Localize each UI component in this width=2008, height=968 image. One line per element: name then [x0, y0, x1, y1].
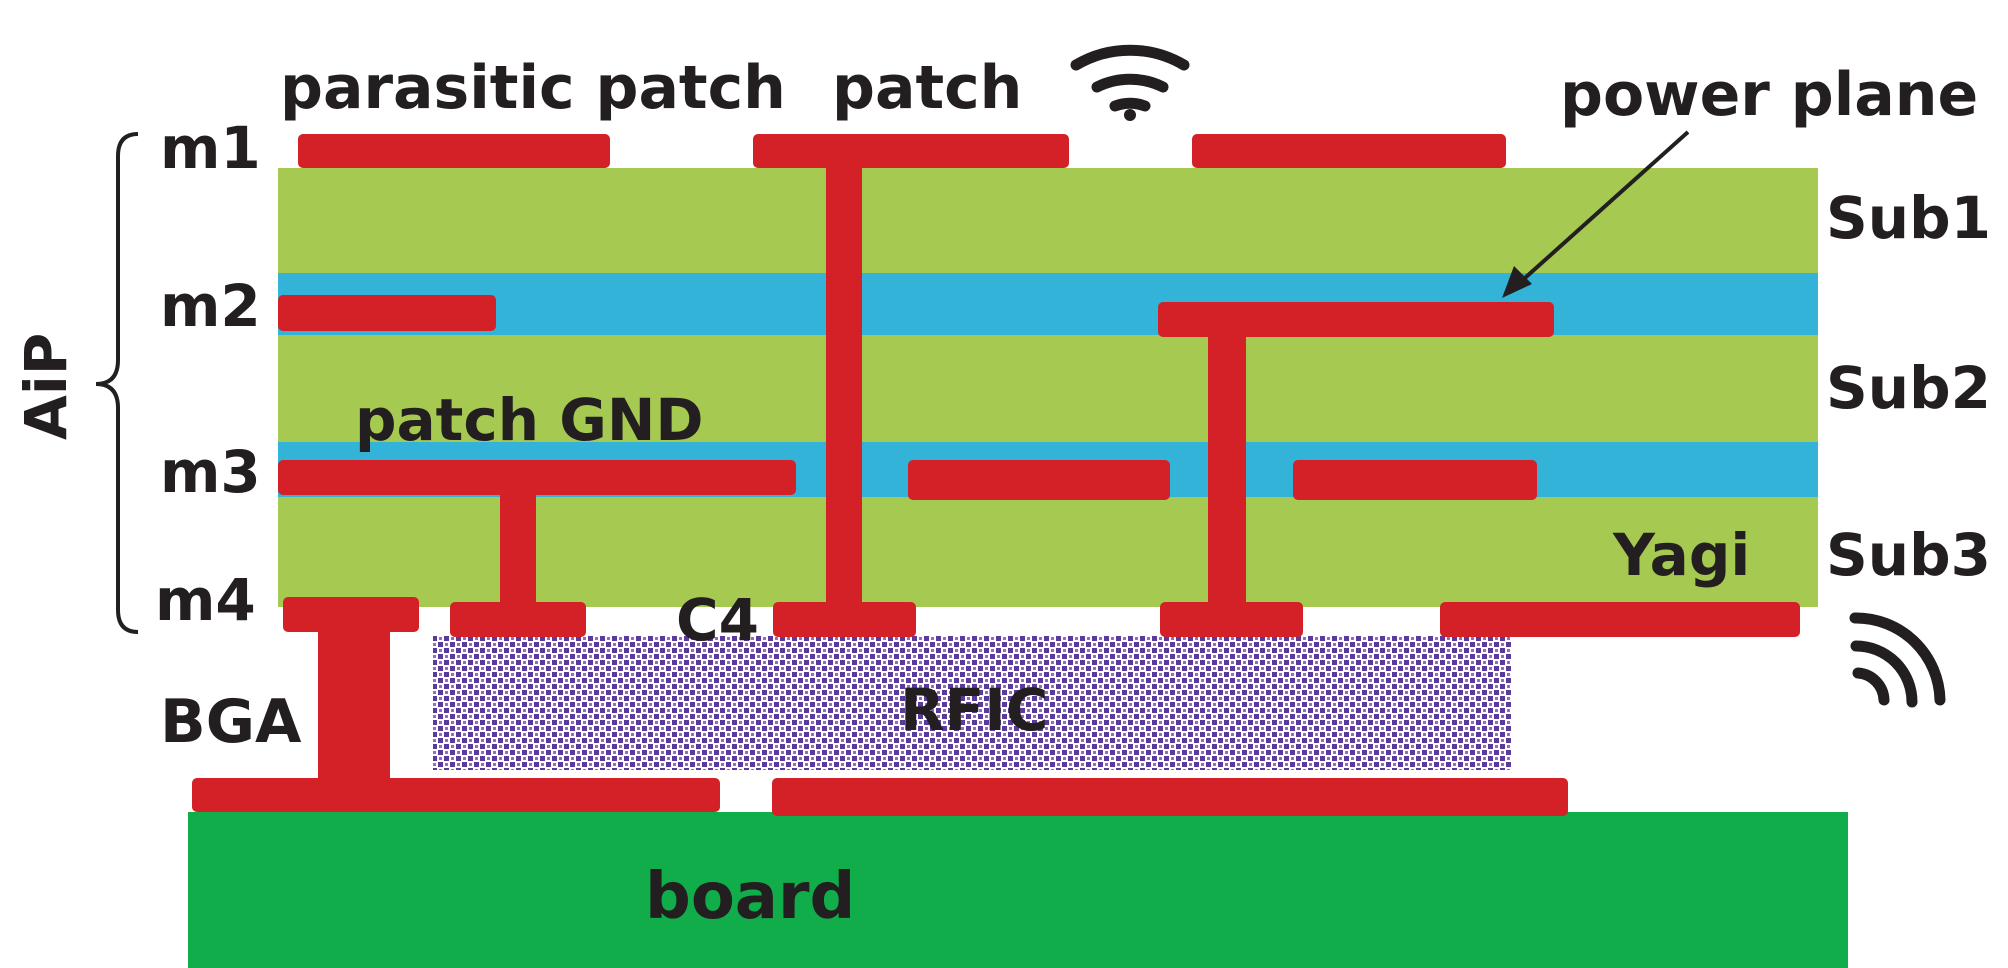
patch-label: patch	[832, 53, 1022, 123]
parasitic-patch-right	[1192, 134, 1506, 168]
sub2-layer	[278, 335, 1818, 442]
m2-trace-left	[278, 295, 496, 331]
metal-layers	[192, 134, 1800, 816]
m3-trace-center	[908, 460, 1170, 500]
m1-label: m1	[160, 114, 261, 182]
aip-label: AiP	[12, 333, 80, 440]
power-plane	[1158, 302, 1554, 337]
bga-pad-top	[283, 597, 419, 632]
sub1-label: Sub1	[1826, 184, 1991, 252]
rfic-label: RFIC	[900, 676, 1048, 744]
gnd-via	[500, 490, 536, 608]
yagi-antenna	[1440, 602, 1800, 637]
aip-bracket	[95, 132, 139, 634]
sub1-layer	[278, 168, 1818, 273]
sub3-label: Sub3	[1826, 521, 1991, 589]
c4-label: C4	[676, 586, 759, 654]
board-label: board	[645, 860, 855, 934]
parasitic-patch-left	[298, 134, 610, 168]
side-radiation-icon	[1849, 612, 1946, 708]
m3-trace-right	[1293, 460, 1537, 500]
patch-m1	[753, 134, 1069, 168]
bga-ball	[318, 628, 390, 783]
bga-label: BGA	[160, 687, 302, 757]
power-c4-pad	[1160, 602, 1303, 637]
parasitic-patch-label: parasitic patch	[280, 53, 786, 123]
m3-label: m3	[160, 438, 261, 506]
feed-c4-pad	[773, 602, 916, 637]
board-trace-left	[192, 778, 720, 812]
yagi-label: Yagi	[1612, 521, 1750, 589]
patch-feed-via	[826, 158, 862, 610]
rfic-chip	[433, 636, 1511, 770]
sub2-label: Sub2	[1826, 354, 1991, 422]
power-plane-arrow	[1502, 130, 1690, 298]
board-trace-right	[772, 778, 1568, 816]
gnd-c4-pad	[450, 602, 586, 637]
patch-gnd-label: patch GND	[355, 386, 704, 454]
m2-label: m2	[160, 272, 261, 340]
power-via	[1208, 332, 1246, 608]
wifi-signal-icon	[1070, 44, 1190, 121]
board	[188, 812, 1848, 968]
dielectric-layer-1	[278, 273, 1818, 335]
m4-label: m4	[155, 566, 256, 634]
patch-gnd	[278, 460, 796, 495]
power-plane-label: power plane	[1560, 60, 1978, 130]
